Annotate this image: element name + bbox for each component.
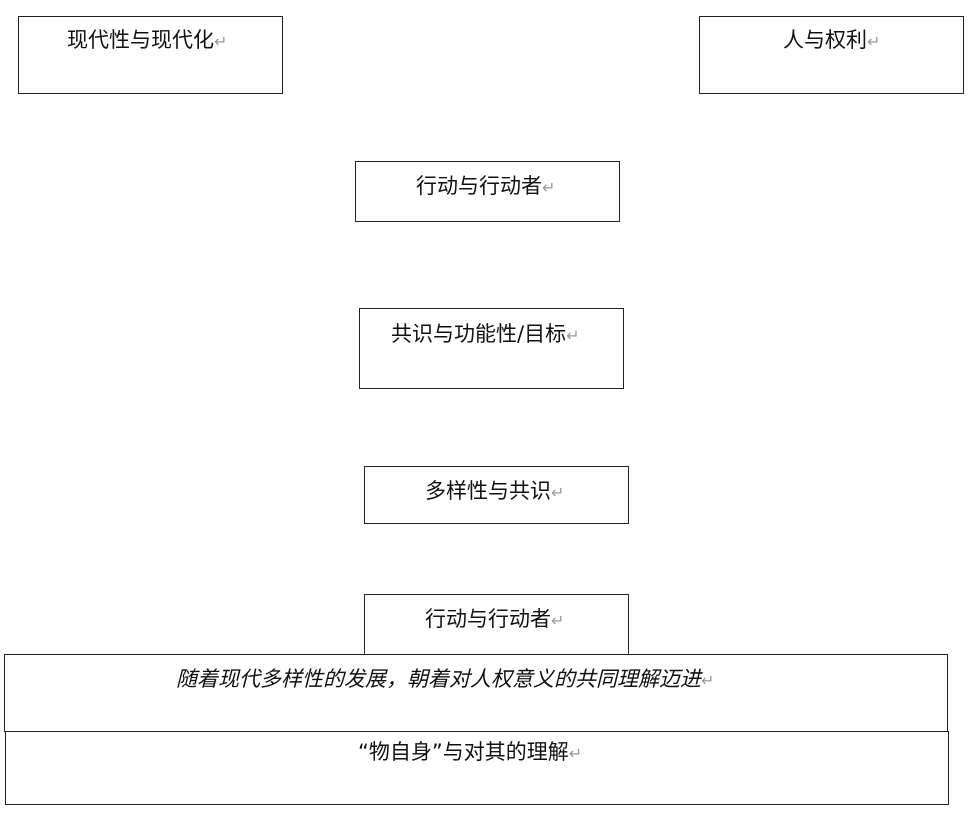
box-thing-itself: “物自身”与对其的理解↵ <box>5 731 949 805</box>
box-label: 随着现代多样性的发展，朝着对人权意义的共同理解迈进 <box>176 667 701 691</box>
box-label: “物自身”与对其的理解 <box>358 740 569 764</box>
box-label: 现代性与现代化 <box>67 28 214 52</box>
box-action-2: 行动与行动者↵ <box>364 594 629 664</box>
paragraph-mark-icon: ↵ <box>701 671 715 690</box>
paragraph-mark-icon: ↵ <box>551 483 565 502</box>
box-progress: 随着现代多样性的发展，朝着对人权意义的共同理解迈进↵ <box>4 654 948 732</box>
box-label: 多样性与共识 <box>425 479 551 503</box>
paragraph-mark-icon: ↵ <box>566 326 580 345</box>
box-action-1: 行动与行动者↵ <box>355 161 620 222</box>
box-human-rights: 人与权利↵ <box>699 16 964 94</box>
paragraph-mark-icon: ↵ <box>551 611 565 630</box>
box-label: 行动与行动者 <box>425 607 551 631</box>
box-label: 行动与行动者 <box>416 174 542 198</box>
box-label: 共识与功能性/目标 <box>391 322 567 346</box>
box-consensus-function: 共识与功能性/目标↵ <box>359 308 624 389</box>
box-label: 人与权利 <box>783 28 867 52</box>
paragraph-mark-icon: ↵ <box>214 32 228 51</box>
paragraph-mark-icon: ↵ <box>542 178 556 197</box>
box-modernity: 现代性与现代化↵ <box>18 16 283 94</box>
box-diversity-consensus: 多样性与共识↵ <box>364 466 629 524</box>
paragraph-mark-icon: ↵ <box>867 32 881 51</box>
paragraph-mark-icon: ↵ <box>568 744 583 763</box>
